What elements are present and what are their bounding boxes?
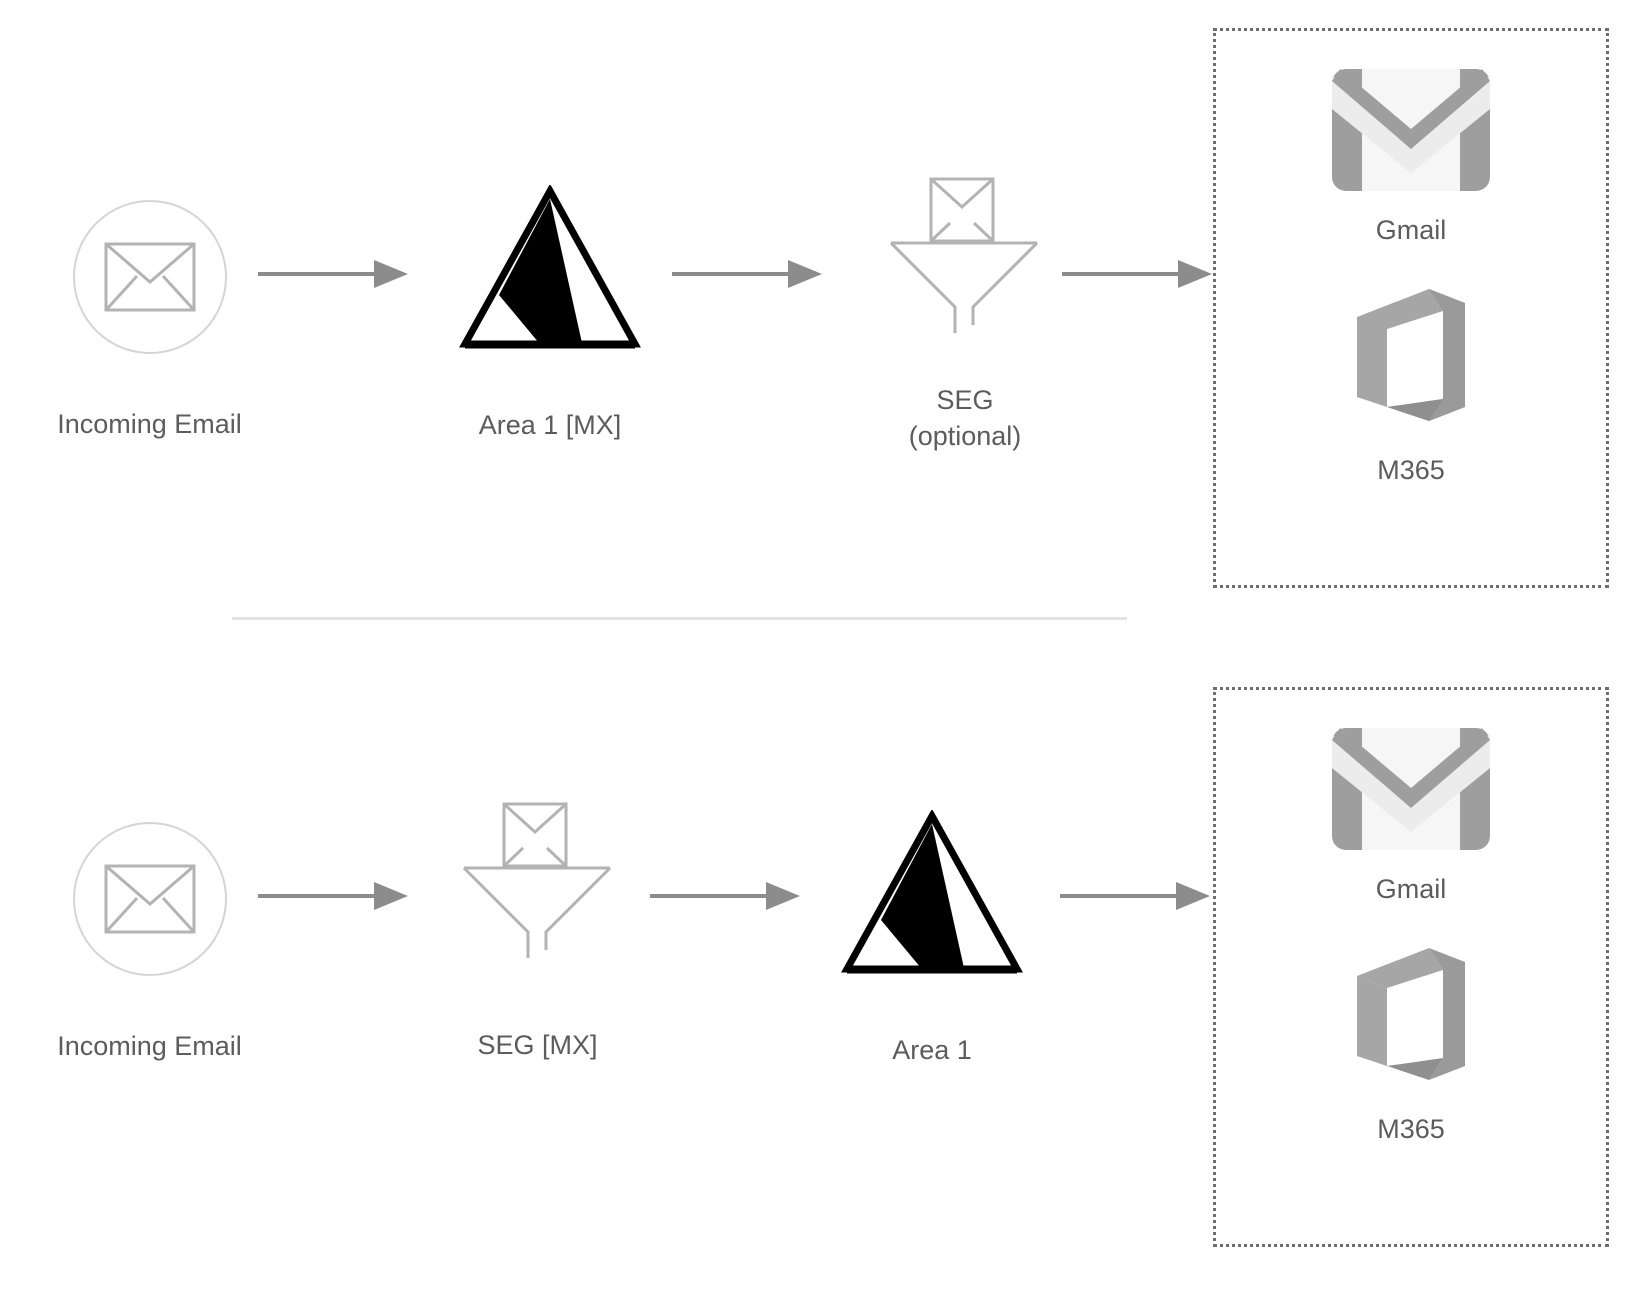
section-divider (232, 617, 1127, 620)
destination-m365-bottom: M365 (1351, 946, 1471, 1146)
node-label-seg-optional: SEG (optional) (908, 385, 1022, 451)
node-label-area1: Area 1 (892, 1035, 972, 1065)
arrow-area1-to-seg (672, 256, 822, 297)
destination-label-gmail-top: Gmail (1375, 215, 1447, 245)
destination-m365-top: M365 (1351, 287, 1471, 487)
destinations-box-bottom: Gmail M365 (1213, 687, 1609, 1247)
arrow-incoming-to-seg (258, 878, 408, 919)
node-seg-mx: SEG [MX] (445, 800, 630, 1063)
arrow-incoming-to-area1 (258, 256, 408, 297)
area1-triangle-logo (841, 808, 1023, 980)
node-label-incoming-email-top: Incoming Email (57, 409, 242, 439)
arrow-area1-to-destinations-bottom (1060, 878, 1210, 919)
node-label-area1-mx: Area 1 [MX] (478, 410, 622, 440)
node-incoming-email-top: Incoming Email (52, 200, 247, 442)
destination-gmail-bottom: Gmail (1332, 728, 1490, 906)
destinations-box-top: Gmail M365 (1213, 28, 1609, 588)
arrow-seg-to-area1 (650, 878, 800, 919)
destination-gmail-top: Gmail (1332, 69, 1490, 247)
area1-triangle-logo (459, 183, 641, 355)
node-seg-optional: SEG (optional) (870, 175, 1060, 454)
destination-label-gmail-bottom: Gmail (1375, 874, 1447, 904)
gmail-logo (1332, 69, 1490, 191)
funnel-with-envelope-icon (448, 800, 628, 965)
node-label-seg-mx: SEG [MX] (477, 1030, 598, 1060)
node-label-incoming-email-bottom: Incoming Email (57, 1031, 242, 1061)
envelope-in-circle-icon (72, 822, 227, 976)
funnel-with-envelope-icon (875, 175, 1055, 340)
gmail-logo (1332, 728, 1490, 850)
destination-label-m365-bottom: M365 (1377, 1114, 1445, 1144)
node-incoming-email-bottom: Incoming Email (52, 822, 247, 1064)
m365-office-logo (1357, 948, 1465, 1080)
m365-office-logo (1357, 289, 1465, 421)
node-area1: Area 1 (822, 808, 1042, 1068)
destination-label-m365-top: M365 (1377, 455, 1445, 485)
envelope-in-circle-icon (72, 200, 227, 354)
arrow-seg-to-destinations-top (1062, 256, 1212, 297)
node-area1-mx: Area 1 [MX] (440, 183, 660, 443)
